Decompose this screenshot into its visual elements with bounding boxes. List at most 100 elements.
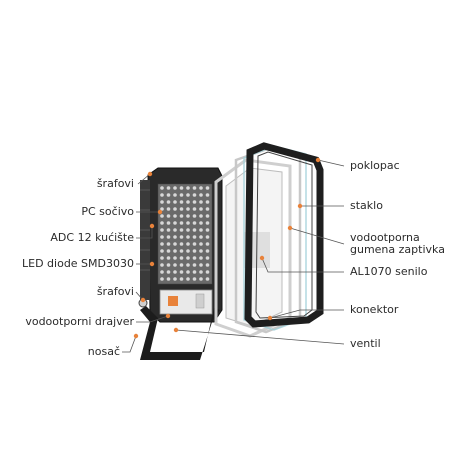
led-chip [199,186,203,190]
label-pc-socivo: PC sočivo [81,205,134,218]
front-cover [244,142,324,328]
led-chip [160,214,164,218]
led-chip [160,270,164,274]
led-chip [199,207,203,211]
led-chip [186,228,190,232]
label-adc-kuciste: ADC 12 kućište [50,231,134,244]
led-chip [173,277,177,281]
led-chip [186,207,190,211]
marker-dot [133,333,139,339]
led-chip [179,263,184,267]
led-chip [160,263,164,267]
led-chip [205,263,210,267]
led-chip [205,277,210,281]
marker-dot [315,157,321,163]
label-konektor: konektor [350,303,399,316]
led-chip [166,256,171,260]
led-chip [173,235,177,239]
marker-dot [165,313,171,319]
led-chip [205,235,210,239]
led-chip [205,186,210,190]
led-chip [160,193,164,197]
led-chip [186,221,190,225]
led-chip [173,221,177,225]
label-nosac: nosač [87,345,120,358]
led-chip [192,207,197,211]
led-chip [179,193,184,197]
marker-dot [173,327,179,333]
led-chip [205,207,210,211]
led-chip [166,193,171,197]
led-chip [179,270,184,274]
led-chip [205,242,210,246]
led-chip [160,249,164,253]
led-chip [173,214,177,218]
led-chip [192,242,197,246]
led-chip [173,249,177,253]
led-chip [179,249,184,253]
led-chip [186,186,190,190]
led-chip [186,270,190,274]
led-chip [173,228,177,232]
led-chip [186,277,190,281]
label-srafovi-bottom: šrafovi [96,285,134,298]
led-chip [186,200,190,204]
label-staklo: staklo [350,199,383,212]
led-chip [186,249,190,253]
led-chip [205,200,210,204]
led-chip [166,228,171,232]
led-chip [205,193,210,197]
led-chip [173,200,177,204]
led-chip [192,228,197,232]
led-chip [205,256,210,260]
led-chip [199,256,203,260]
led-chip [173,242,177,246]
led-chip [179,242,184,246]
led-chip [166,186,171,190]
led-chip [205,249,210,253]
led-chip [192,277,197,281]
led-chip [179,256,184,260]
led-chip [186,263,190,267]
led-chip [160,200,164,204]
led-chip [160,235,164,239]
label-poklopac: poklopac [350,159,400,172]
led-chip [166,221,171,225]
led-chip [199,242,203,246]
led-chip [160,228,164,232]
led-chip [192,256,197,260]
led-chip [173,270,177,274]
driver-box [159,289,213,315]
led-chip [199,200,203,204]
marker-dot [157,209,163,215]
label-srafovi-top: šrafovi [96,177,134,190]
led-chip [160,277,164,281]
led-chip [192,249,197,253]
led-chip [205,270,210,274]
led-chip [160,186,164,190]
led-chip [166,207,171,211]
led-chip [186,193,190,197]
led-chip [166,200,171,204]
led-chip [179,207,184,211]
led-chip [166,270,171,274]
led-chip [179,228,184,232]
led-chip [166,277,171,281]
led-chip [173,256,177,260]
led-chip [199,249,203,253]
marker-dot [267,315,273,321]
led-chip [192,270,197,274]
led-chip [160,256,164,260]
led-chip [192,221,197,225]
mounting-bracket [138,298,220,360]
led-chip [179,221,184,225]
led-chip [199,214,203,218]
led-chip [160,207,164,211]
marker-dot [149,261,155,267]
label-vodootporni-drajver: vodootporni drajver [25,315,134,328]
marker-dot [297,203,303,209]
led-chip [179,277,184,281]
led-chip [186,256,190,260]
led-chip [199,228,203,232]
